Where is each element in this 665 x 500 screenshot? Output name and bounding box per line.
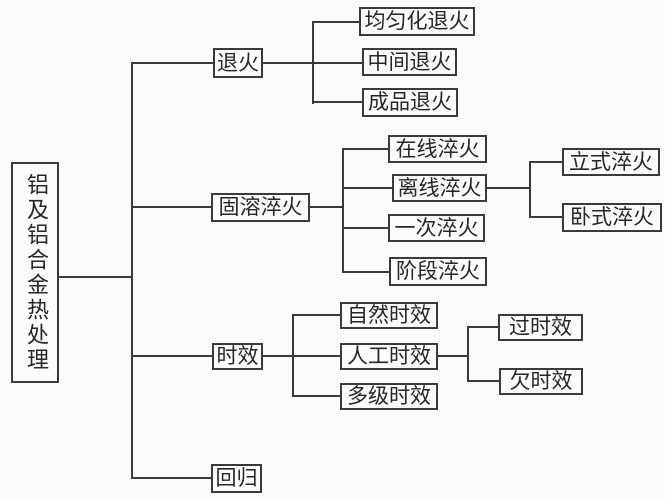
- connector-offline-bus: [529, 161, 531, 218]
- node-aluminum-alloy-heat-treatment: 铝及铝合金热处理: [11, 162, 59, 383]
- connector-trunk-annealing: [133, 62, 213, 64]
- connector-trunk-solution: [133, 206, 211, 208]
- node-staged-quenching: 阶段淬火: [389, 257, 487, 286]
- node-vertical-quenching: 立式淬火: [562, 148, 660, 176]
- connector-aging-out: [263, 355, 292, 357]
- node-horizontal-quenching: 卧式淬火: [562, 203, 662, 232]
- connector-artificial-bus: [467, 326, 469, 382]
- node-over-aging: 过时效: [498, 314, 583, 341]
- connector-solution-out: [310, 206, 342, 208]
- connector-to-natural: [294, 314, 340, 316]
- connector-to-homogenization: [314, 21, 359, 23]
- connector-main-trunk: [131, 62, 133, 479]
- connector-offline-out: [487, 187, 529, 189]
- node-single-quenching: 一次淬火: [388, 214, 485, 242]
- node-artificial-aging: 人工时效: [340, 343, 438, 370]
- node-aging: 时效: [212, 343, 263, 370]
- node-online-quenching: 在线淬火: [388, 135, 487, 163]
- node-finished-annealing: 成品退火: [362, 88, 458, 117]
- connector-to-online: [344, 148, 388, 150]
- node-annealing: 退火: [213, 48, 263, 78]
- connector-solution-bus: [342, 148, 344, 273]
- connector-to-finished: [314, 101, 362, 103]
- node-multistage-aging: 多级时效: [340, 383, 438, 410]
- connector-to-vertical-quench: [531, 161, 562, 163]
- connector-annealing-bus: [312, 21, 314, 104]
- connector-artificial-out: [438, 355, 467, 357]
- node-homogenization-annealing: 均匀化退火: [359, 7, 475, 36]
- connector-annealing-out: [263, 62, 312, 64]
- node-solution-quenching: 固溶淬火: [211, 193, 310, 222]
- connector-to-horizontal-quench: [531, 216, 562, 218]
- connector-to-multistage: [294, 395, 340, 397]
- connector-to-single: [344, 227, 388, 229]
- connector-to-staged: [344, 271, 389, 273]
- connector-root-to-trunk: [59, 276, 132, 278]
- connector-to-overaging: [469, 326, 498, 328]
- connector-aging-bus: [292, 314, 294, 397]
- node-intermediate-annealing: 中间退火: [362, 48, 457, 76]
- node-regression: 回归: [211, 464, 262, 493]
- connector-trunk-regression: [133, 477, 211, 479]
- connector-to-underaging: [469, 380, 499, 382]
- node-under-aging: 欠时效: [499, 368, 583, 395]
- node-natural-aging: 自然时效: [340, 302, 438, 329]
- connector-to-offline: [344, 187, 392, 189]
- connector-to-intermediate: [314, 62, 362, 64]
- connector-trunk-aging: [133, 355, 212, 357]
- node-offline-quenching: 离线淬火: [392, 174, 487, 202]
- connector-to-artificial: [294, 355, 340, 357]
